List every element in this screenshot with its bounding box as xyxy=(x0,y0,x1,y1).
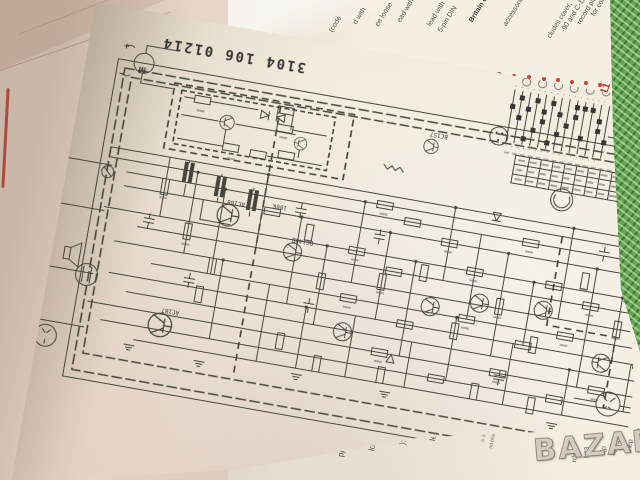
transistor-label: BC157 xyxy=(429,130,448,140)
illegible-label-mark xyxy=(559,344,567,347)
illegible-label-mark xyxy=(461,326,469,329)
switch-table xyxy=(511,155,640,212)
din-connector-symbol xyxy=(488,126,509,147)
illegible-label-mark xyxy=(159,196,167,199)
illegible-label-mark xyxy=(579,288,587,291)
transducer-symbols xyxy=(33,54,640,447)
diodes xyxy=(386,198,640,410)
illegible-label-mark xyxy=(343,306,351,309)
illegible-label-mark xyxy=(525,250,533,253)
motor-symbol xyxy=(119,42,179,89)
illegible-label-mark xyxy=(469,279,477,282)
illegible-label-mark xyxy=(279,136,287,139)
illegible-label-mark xyxy=(351,258,359,261)
regulator-box xyxy=(164,83,355,180)
illegible-label-mark xyxy=(590,398,598,401)
red-bullet-dot xyxy=(542,77,546,81)
spec-text-fragment: nd blac xyxy=(488,432,497,450)
illegible-label-mark xyxy=(197,109,205,112)
illegible-label-mark xyxy=(379,212,387,215)
transistor-label: BC148B xyxy=(291,236,314,247)
illegible-label-mark xyxy=(444,250,452,253)
spec-text-fragment: (code xyxy=(328,15,344,34)
din-connector-symbol xyxy=(594,390,622,418)
transistor-label: AC188 xyxy=(226,198,245,208)
illegible-label-mark xyxy=(304,240,312,243)
illegible-label-mark xyxy=(181,243,189,246)
resistors xyxy=(134,163,640,452)
switch-contact-diagram xyxy=(502,72,632,172)
illegible-label-mark xyxy=(374,360,382,363)
red-bullet-dot xyxy=(598,83,602,87)
spec-text-fragment: ead with xyxy=(396,0,416,24)
tape-head-symbols xyxy=(166,158,261,228)
mechanical-linkage xyxy=(233,106,640,441)
illegible-label-mark xyxy=(376,291,384,294)
red-bullet-dot xyxy=(556,78,560,82)
transistor-label: AC187 xyxy=(161,306,180,316)
red-bullet-dot xyxy=(584,81,588,85)
schematic-frame xyxy=(63,59,640,480)
illegible-label-mark xyxy=(492,381,500,384)
illegible-label-mark xyxy=(493,316,501,319)
spec-text-fragment: d with xyxy=(352,6,368,26)
part-number: 3104 106 01214 xyxy=(161,34,308,75)
illegible-label-mark xyxy=(227,157,235,160)
din-connector-symbol xyxy=(33,323,58,348)
spec-text-fragment: accessories xyxy=(502,0,528,28)
motor-label: M xyxy=(138,64,147,75)
lamp-symbol xyxy=(101,165,115,179)
red-bullet-dot xyxy=(527,75,531,79)
spec-text-fragment: Britain only xyxy=(468,0,495,24)
spec-text-fragment: ee loose xyxy=(374,1,394,28)
illegible-label-mark xyxy=(585,314,593,317)
red-bullet-dot xyxy=(570,80,574,84)
resistor-label: 100k xyxy=(272,202,288,211)
spec-text-fragment: RH 401) xyxy=(612,0,632,10)
transistors xyxy=(146,96,640,414)
microphone-symbol xyxy=(74,262,99,287)
page-edge-red-line xyxy=(1,87,10,189)
